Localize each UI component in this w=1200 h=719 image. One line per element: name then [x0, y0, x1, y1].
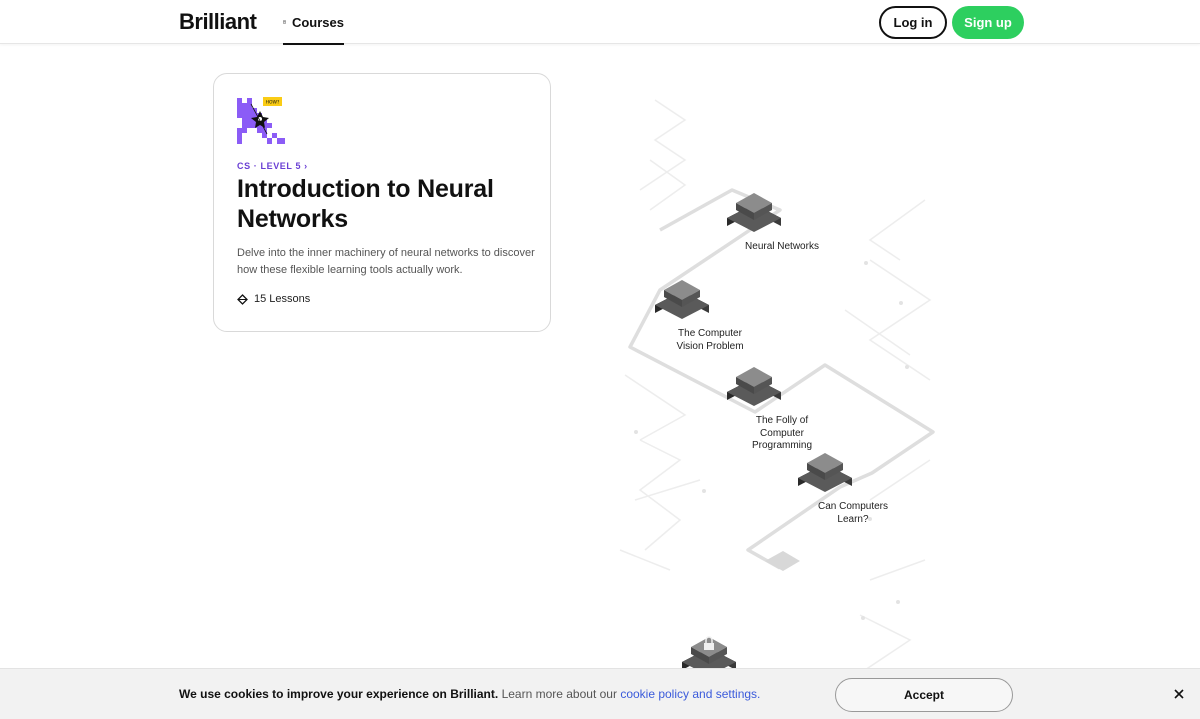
cookie-policy-link[interactable]: cookie policy and settings. — [620, 687, 761, 701]
lesson-label-line: The Computer — [678, 328, 742, 339]
cookie-banner: We use cookies to improve your experienc… — [0, 668, 1200, 719]
lesson-label-line: Vision Problem — [676, 340, 744, 352]
lesson-label-can-computers-learn[interactable]: Can Computers Learn? — [793, 501, 913, 526]
book-icon — [283, 20, 286, 24]
close-icon[interactable] — [1172, 687, 1186, 701]
lesson-label-computer-vision[interactable]: The Computer Vision Problem — [650, 328, 770, 353]
nav-courses-tab[interactable]: Courses — [283, 0, 344, 45]
lesson-node-computer-vision — [655, 280, 709, 319]
course-path-map — [619, 99, 935, 676]
course-description: Delve into the inner machinery of neural… — [237, 247, 535, 276]
cookie-strong-text: We use cookies to improve your experienc… — [179, 687, 499, 701]
lesson-label-line: The Folly of — [755, 415, 809, 426]
course-illustration-icon: HOW? — [237, 97, 285, 144]
top-nav-bar: Brilliant Courses Log in Sign up — [0, 0, 1200, 45]
course-image-badge: HOW? — [266, 100, 280, 106]
lesson-node-neural-networks — [727, 193, 781, 232]
lessons-count-label: 15 Lessons — [254, 293, 311, 305]
cookie-muted-text: Learn more about our — [501, 687, 617, 701]
lesson-node-folly-programming — [727, 367, 781, 406]
lesson-label-line: Neural Networks — [745, 241, 819, 252]
lesson-node-can-computers-learn — [798, 453, 852, 492]
lesson-label-neural-networks[interactable]: Neural Networks — [722, 241, 842, 254]
course-lessons-count: 15 Lessons — [237, 293, 310, 305]
brilliant-logo[interactable]: Brilliant — [179, 9, 257, 34]
lesson-label-folly-programming[interactable]: The Folly of Computer Programming — [722, 415, 842, 453]
login-button[interactable]: Log in — [879, 6, 947, 39]
lesson-label-line: Can Computers — [817, 501, 889, 512]
signup-button[interactable]: Sign up — [952, 6, 1024, 39]
course-title: Introduction to Neural Networks — [237, 175, 494, 233]
nav-courses-label: Courses — [291, 14, 344, 30]
cookie-message: We use cookies to improve your experienc… — [179, 687, 760, 701]
lessons-diamond-icon — [237, 293, 248, 305]
lesson-label-line: Computer — [760, 427, 804, 439]
lesson-label-line: Learn? — [837, 513, 869, 525]
accept-cookies-button[interactable]: Accept — [835, 678, 1013, 712]
lesson-label-line: Programming — [751, 440, 813, 451]
course-card[interactable]: HOW? CS · LEVEL 5 › Introduction to Neur… — [213, 73, 551, 332]
course-category-level-link[interactable]: CS · LEVEL 5 › — [237, 161, 308, 171]
